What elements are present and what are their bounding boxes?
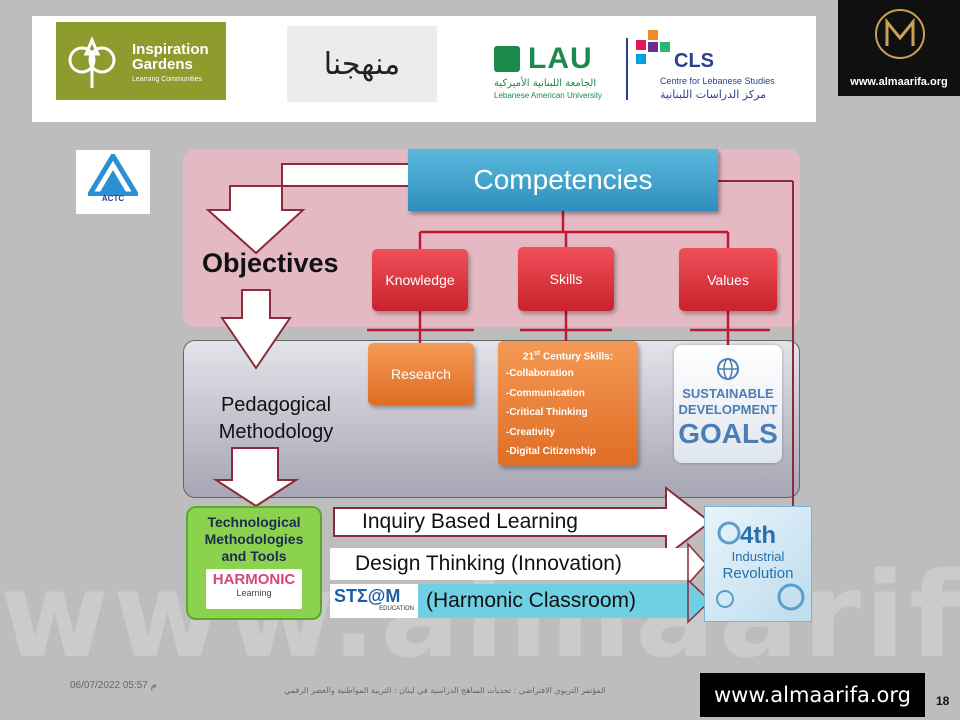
design-thinking-row: Design Thinking (Innovation) [330, 548, 690, 580]
lau-logo: LAU الجامعة اللبنانية الأميركية Lebanese… [494, 42, 624, 102]
tree-icon [68, 36, 116, 88]
steam-text: STΣ@M [334, 586, 401, 606]
objectives-label: Objectives [202, 248, 339, 278]
pedagogical-label: Pedagogical Methodology [196, 392, 356, 446]
actc-text: ACTC [101, 194, 125, 203]
corner-url: www.almaarifa.org [850, 76, 948, 88]
inspiration-title2: Gardens [132, 56, 193, 73]
sdg-box: SUSTAINABLE DEVELOPMENT GOALS [674, 345, 782, 463]
lau-text: LAU [528, 42, 593, 75]
cls-english: Centre for Lebanese Studies [660, 76, 775, 86]
lau-arabic: الجامعة اللبنانية الأميركية [494, 78, 597, 89]
century-sup: st [534, 350, 541, 357]
steam-row: STΣ@M EDUCATION (Harmonic Classroom) [330, 584, 690, 618]
sdg-line2: DEVELOPMENT [678, 402, 778, 417]
research-box: Research [368, 343, 474, 405]
technological-box: Technological Methodologies and Tools HA… [186, 506, 322, 620]
harmonic-sub: Learning [236, 588, 272, 598]
skill-item-critical-thinking: -Critical Thinking [506, 407, 588, 419]
century-title-text: Century Skills: [540, 351, 614, 363]
inspiration-gardens-logo: Inspiration Gardens Learning Communities [56, 22, 226, 100]
triangle-icon [88, 154, 138, 196]
skill-item-collaboration: -Collaboration [506, 368, 574, 380]
manhajna-logo: منهجنا [287, 26, 437, 102]
tech-line3: and Tools [221, 548, 287, 564]
skill-item-digital-citizenship: -Digital Citizenship [506, 446, 596, 458]
footer-site-badge: www.almaarifa.org [700, 673, 925, 717]
industrial-revolution-image: 4th Industrial Revolution [704, 506, 812, 622]
century-skills-title: 21st Century Skills: [506, 347, 630, 364]
gears-icon [716, 521, 805, 611]
tech-line1: Technological [207, 514, 301, 530]
lau-english: Lebanese American University [494, 91, 603, 100]
industrial-line2: Industrial [731, 549, 785, 564]
pedagogical-line2: Methodology [218, 421, 334, 443]
harmonic-classroom-label: (Harmonic Classroom) [426, 589, 637, 612]
page-number: 18 [936, 694, 950, 708]
footer-conference: المؤتمر التربوي الافتراضي : تحديات المنا… [284, 686, 606, 695]
sdg-line1: SUSTAINABLE [682, 386, 774, 401]
cls-arabic: مركز الدراسات اللبنانية [660, 88, 767, 101]
monogram-m-icon [875, 9, 925, 59]
sdg-line3: GOALS [678, 418, 778, 449]
tech-line2: Methodologies [204, 531, 304, 547]
cls-logo: CLS Centre for Lebanese Studies مركز الد… [636, 28, 806, 108]
actc-logo: ACTC [76, 150, 150, 214]
footer-datetime: 06/07/2022 05:57 م [70, 680, 157, 691]
century-number: 21 [522, 351, 535, 363]
century-skills-box: 21st Century Skills: -Collaboration -Com… [498, 341, 638, 466]
inquiry-label: Inquiry Based Learning [362, 510, 578, 533]
almaarifa-corner-logo: www.almaarifa.org [838, 0, 960, 96]
industrial-line3: Revolution [722, 565, 794, 582]
skill-item-communication: -Communication [506, 387, 585, 399]
manhajna-text: منهجنا [323, 46, 401, 82]
cls-text: CLS [674, 50, 714, 72]
steam-logo: STΣ@M EDUCATION [330, 584, 418, 618]
design-thinking-label: Design Thinking (Innovation) [355, 552, 622, 575]
steam-sub: EDUCATION [379, 606, 414, 612]
pedagogical-line1: Pedagogical [220, 394, 332, 416]
inspiration-title: Inspiration [132, 41, 209, 58]
values-box: Values [679, 248, 777, 311]
skills-box: Skills [518, 247, 614, 311]
un-globe-icon [717, 358, 739, 380]
inspiration-tagline: Learning Communities [132, 76, 203, 83]
competencies-box: Competencies [408, 149, 718, 211]
skill-item-creativity: -Creativity [506, 426, 555, 438]
harmonic-text: HARMONIC [212, 571, 296, 588]
logo-bar: Inspiration Gardens Learning Communities… [32, 16, 816, 122]
harmonic-logo: HARMONIC Learning [206, 569, 302, 609]
knowledge-box: Knowledge [372, 249, 468, 311]
industrial-line1: 4th [740, 522, 776, 549]
